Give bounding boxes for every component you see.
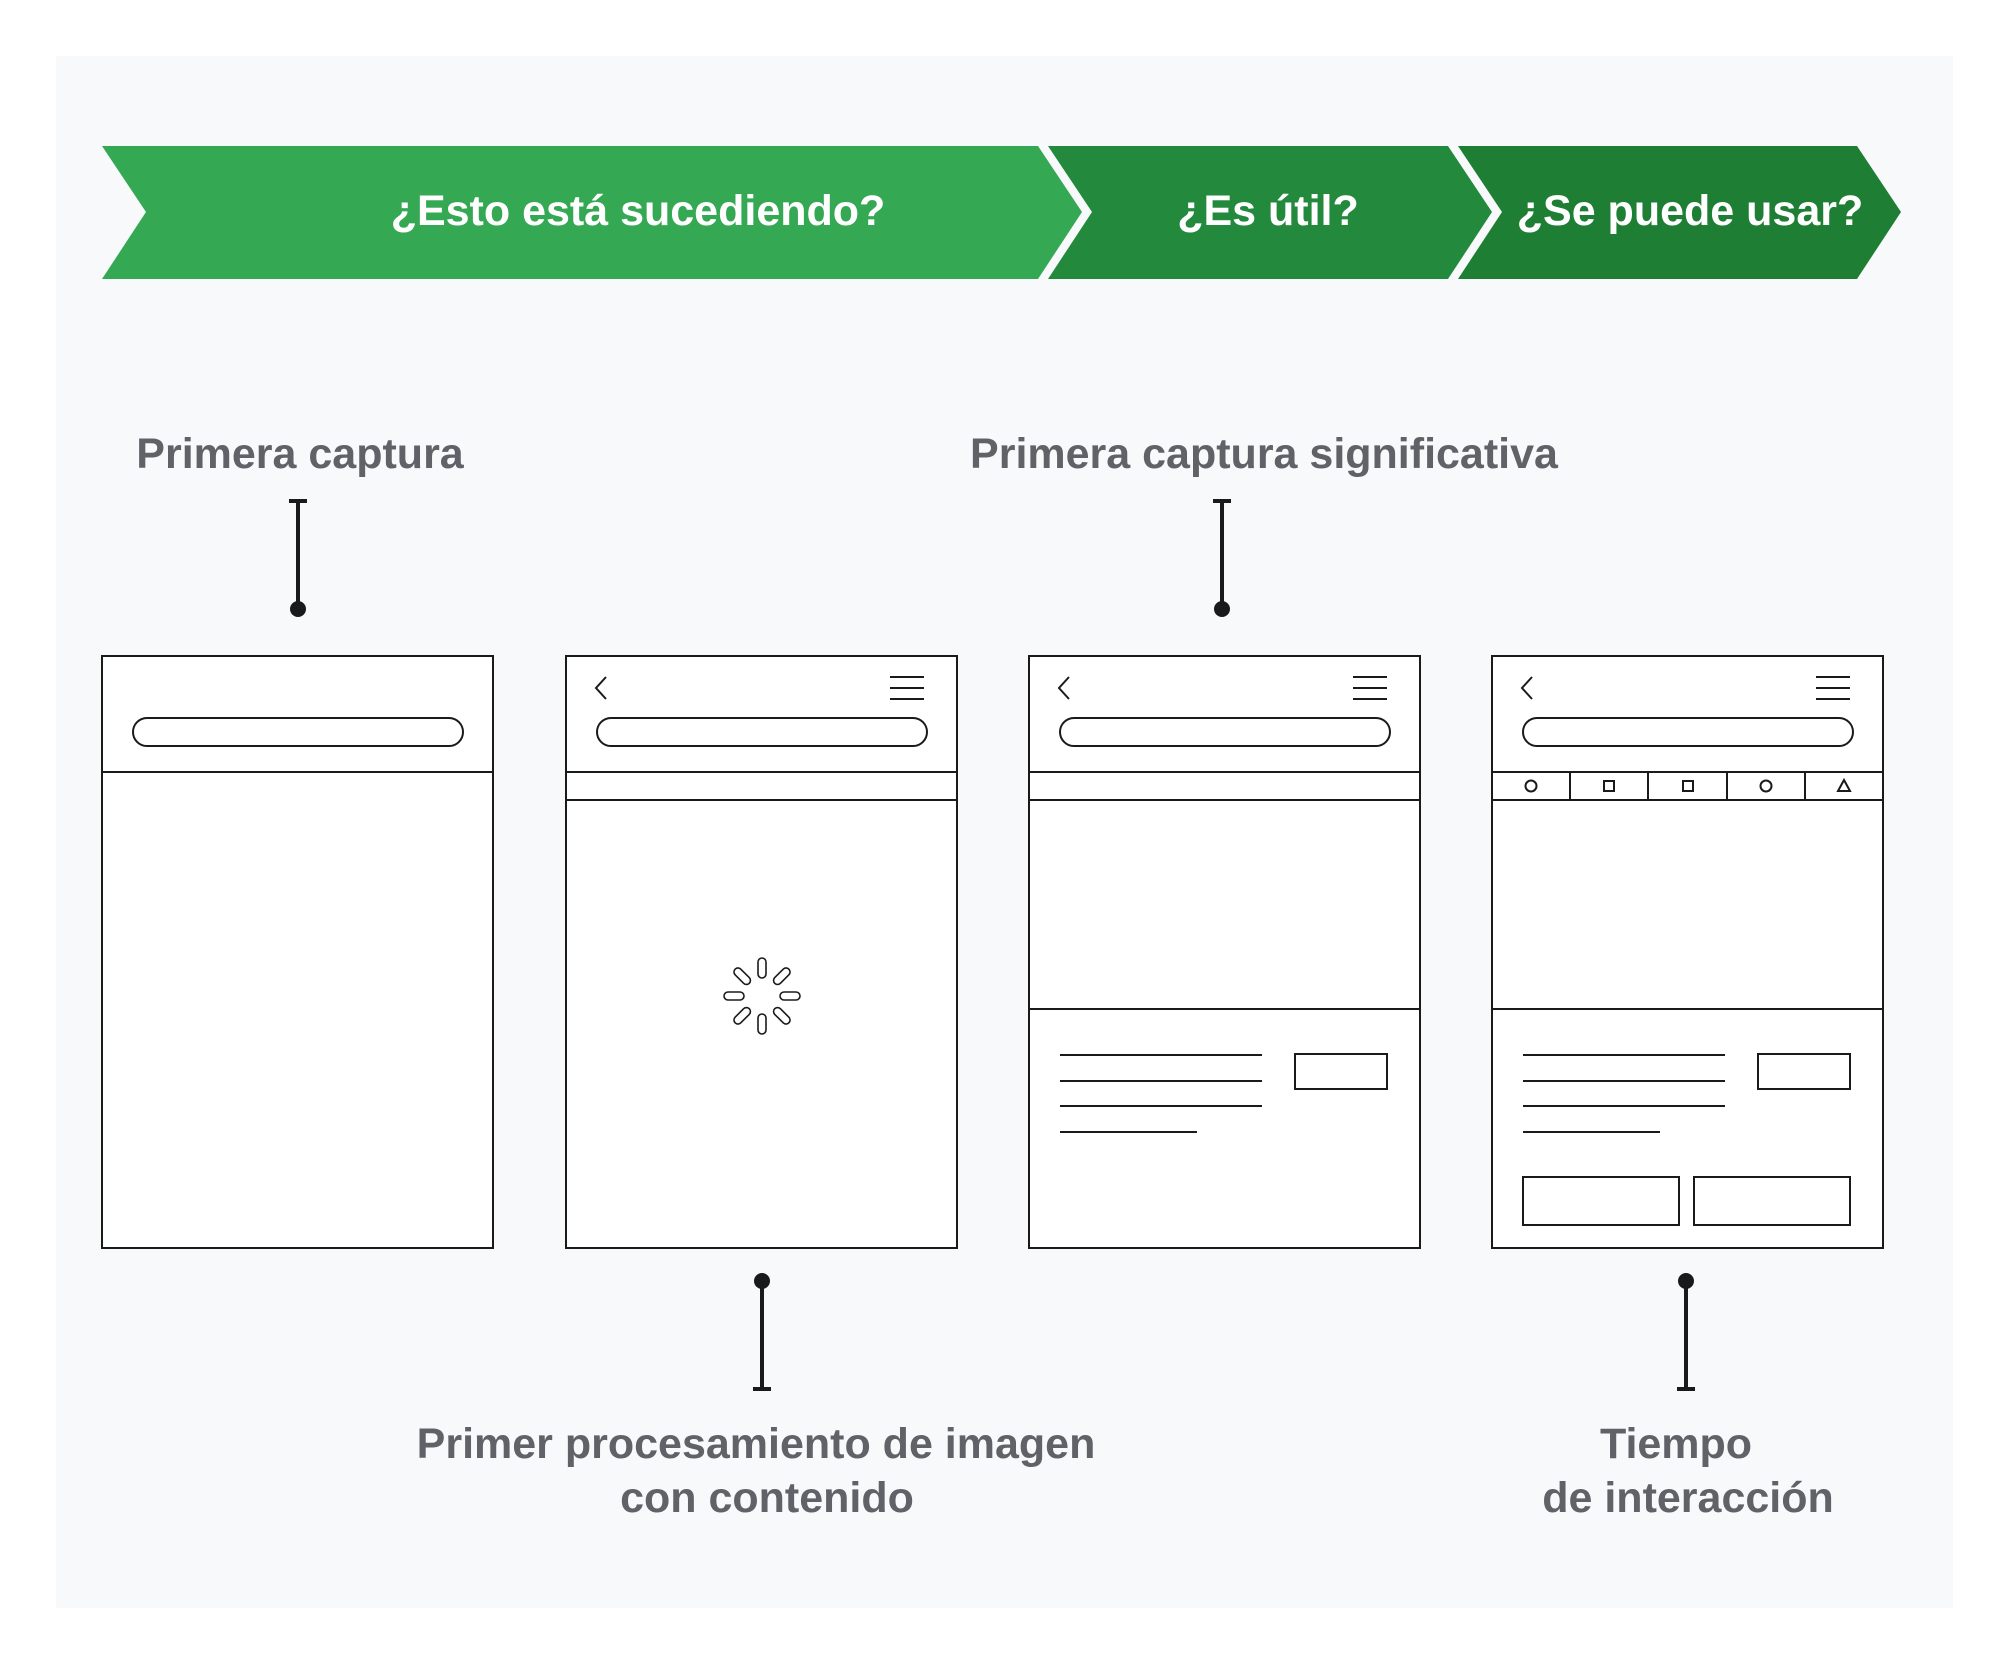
back-chevron-icon (594, 676, 607, 700)
screen-loading (565, 655, 958, 1249)
circle-icon (1524, 779, 1538, 793)
stage-1-label: ¿Esto está sucediendo? (391, 187, 886, 235)
menu-icon (1816, 676, 1850, 700)
time-to-interactive-label: Tiempo de interacción (1542, 1420, 1834, 1522)
screen-interactive (1491, 655, 1884, 1249)
action-button-placeholder (1522, 1176, 1680, 1226)
content-button-placeholder (1294, 1053, 1388, 1090)
stage-3-label: ¿Se puede usar? (1517, 187, 1863, 235)
stage-banner: ¿Esto está sucediendo? ¿Es útil? ¿Se pue… (102, 146, 1901, 279)
screen-content (1028, 655, 1421, 1249)
text-placeholder-lines (1060, 1054, 1262, 1133)
stage-1-chevron (102, 146, 1082, 279)
screen-blank (101, 655, 494, 1249)
tab-bar (1524, 772, 1852, 800)
first-paint-marker (289, 499, 307, 617)
first-contentful-paint-marker (753, 1273, 771, 1391)
menu-icon (1353, 676, 1387, 700)
first-meaningful-paint-label: Primera captura significativa (970, 430, 1559, 478)
stage-3-chevron (1458, 146, 1901, 279)
stage-2-chevron (1048, 146, 1492, 279)
text-placeholder-lines (1523, 1054, 1725, 1133)
circle-icon (1759, 779, 1773, 793)
first-contentful-paint-label: Primer procesamiento de imagen con conte… (417, 1420, 1108, 1522)
back-chevron-icon (1520, 676, 1533, 700)
address-bar (596, 717, 928, 747)
address-bar (1059, 717, 1391, 747)
address-bar (132, 717, 464, 747)
content-button-placeholder (1757, 1053, 1851, 1090)
menu-icon (890, 676, 924, 700)
square-icon (1682, 780, 1694, 792)
action-button-placeholder (1693, 1176, 1851, 1226)
address-bar (1522, 717, 1854, 747)
triangle-icon (1836, 777, 1852, 792)
first-paint-label: Primera captura (136, 430, 465, 478)
stage-2-label: ¿Es útil? (1177, 187, 1359, 235)
loading-spinner-icon (723, 957, 801, 1035)
first-meaningful-paint-marker (1213, 499, 1231, 617)
square-icon (1603, 780, 1615, 792)
time-to-interactive-marker (1677, 1273, 1695, 1391)
back-chevron-icon (1057, 676, 1070, 700)
